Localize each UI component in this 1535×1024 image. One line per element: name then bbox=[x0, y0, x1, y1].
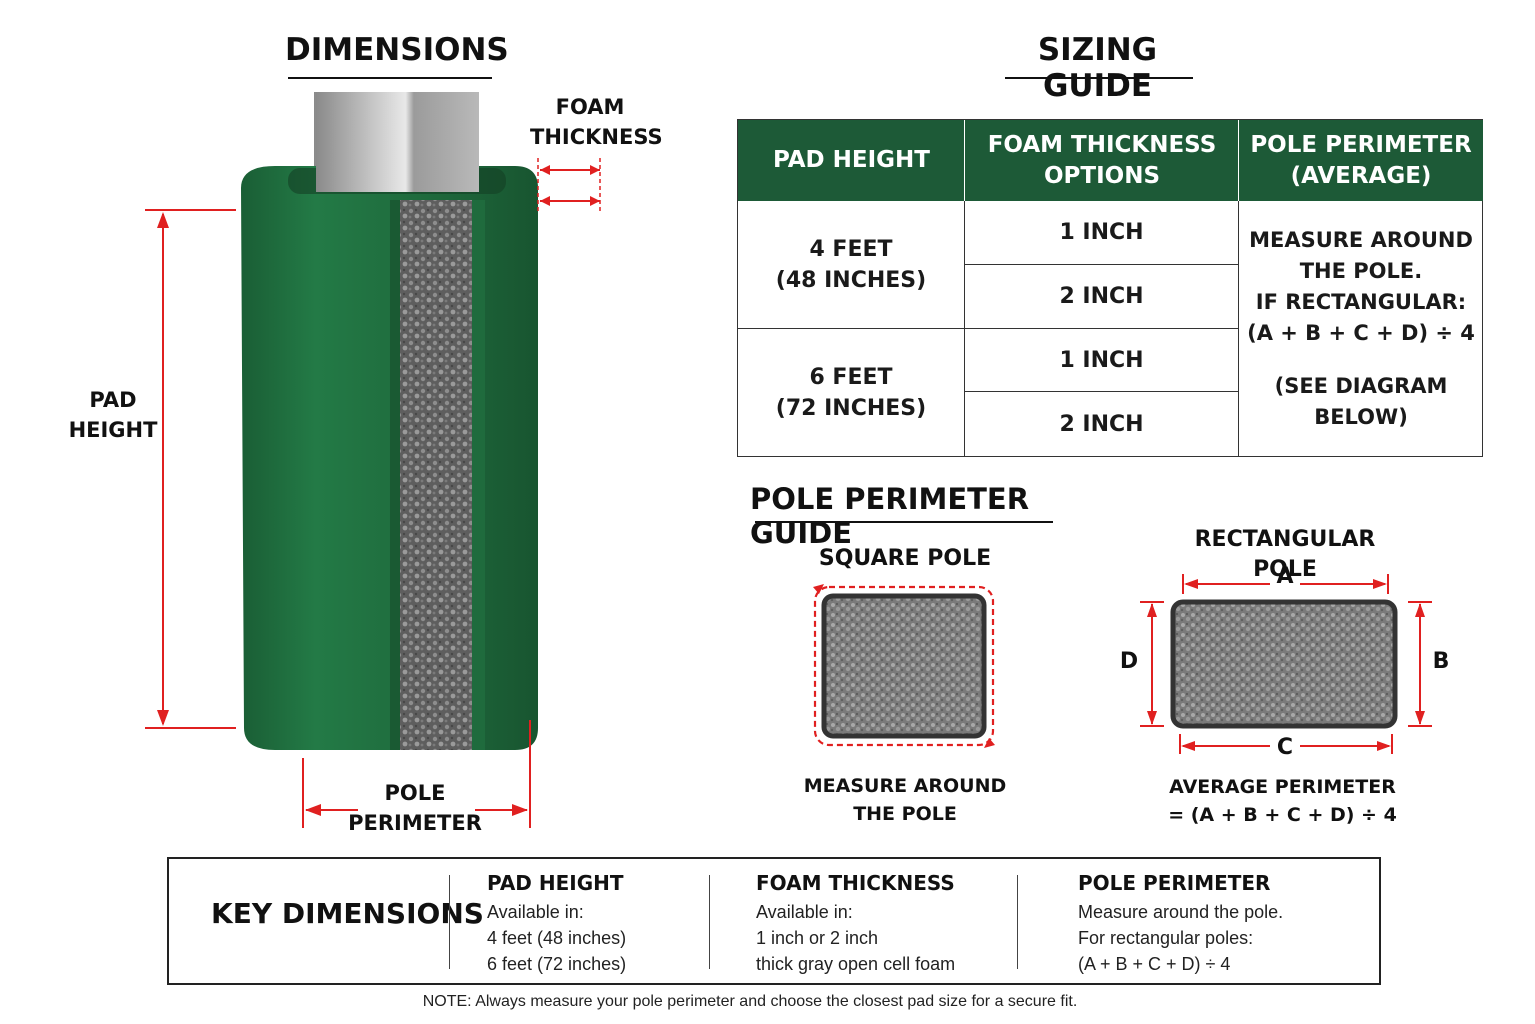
dimensions-heading: DIMENSIONS bbox=[285, 32, 509, 68]
footer-note: NOTE: Always measure your pole perimeter… bbox=[422, 993, 1078, 1010]
key-pole-perimeter-heading: POLE PERIMETER bbox=[1078, 871, 1271, 895]
row-1-pad-height: 4 FEET (48 INCHES) bbox=[775, 236, 927, 293]
rectangular-pole-caption: AVERAGE PERIMETER = (A + B + C + D) ÷ 4 bbox=[1168, 776, 1397, 826]
pole-perimeter-guide-underline bbox=[755, 521, 1053, 523]
label-d: D bbox=[1119, 649, 1139, 674]
label-a: A bbox=[1276, 564, 1294, 589]
square-pole-caption: MEASURE AROUND THE POLE bbox=[803, 775, 1007, 825]
col-header-pad-height: PAD HEIGHT bbox=[738, 120, 965, 201]
rectangular-pole-diagram bbox=[1140, 574, 1432, 754]
rectangular-pole-title: RECTANGULAR POLE bbox=[1194, 527, 1376, 582]
key-pad-height-heading: PAD HEIGHT bbox=[487, 871, 624, 895]
key-dimensions-title: KEY DIMENSIONS bbox=[211, 897, 484, 930]
pole-perimeter-guide-heading: POLE PERIMETER GUIDE bbox=[750, 482, 1030, 550]
pad-illustration bbox=[145, 92, 601, 828]
pole-inside bbox=[316, 92, 479, 192]
pole-perimeter-label: POLE PERIMETER bbox=[348, 781, 482, 835]
row-1-thickness-1: 1 INCH bbox=[1059, 220, 1144, 245]
key-foam-thickness-heading: FOAM THICKNESS bbox=[756, 871, 955, 895]
pad-height-label: PAD HEIGHT bbox=[68, 388, 158, 442]
square-pole-title: SQUARE POLE bbox=[818, 546, 992, 571]
row-2-thickness-1: 1 INCH bbox=[1059, 347, 1144, 373]
label-b: B bbox=[1432, 649, 1450, 674]
row-1-thickness-2: 2 INCH bbox=[1059, 284, 1144, 309]
row-2-pad-height: 6 FEET (72 INCHES) bbox=[775, 364, 927, 421]
label-c: C bbox=[1276, 735, 1294, 760]
square-pole-diagram bbox=[813, 584, 995, 748]
perimeter-note: MEASURE AROUND THE POLE. IF RECTANGULAR:… bbox=[1247, 227, 1475, 429]
key-pad-height-text: Available in: 4 feet (48 inches) 6 feet … bbox=[487, 902, 627, 974]
row-2-thickness-2: 2 INCH bbox=[1059, 411, 1144, 437]
pad-body bbox=[241, 166, 538, 750]
dimensions-heading-underline bbox=[288, 77, 492, 79]
col-header-pole-perimeter: POLE PERIMETER (AVERAGE) bbox=[1239, 120, 1483, 201]
key-dimensions-box: KEY DIMENSIONS PAD HEIGHT Available in: … bbox=[167, 857, 1381, 985]
key-pole-perimeter-text: Measure around the pole. For rectangular… bbox=[1078, 902, 1284, 974]
sizing-guide-underline bbox=[1005, 77, 1193, 79]
foam-cutaway bbox=[395, 200, 480, 750]
foam-thickness-label: FOAM THICKNESS bbox=[530, 95, 663, 149]
sizing-table: PAD HEIGHT FOAM THICKNESS OPTIONS POLE P… bbox=[737, 119, 1483, 457]
col-header-foam-thickness: FOAM THICKNESS OPTIONS bbox=[965, 120, 1239, 201]
key-foam-thickness-text: Available in: 1 inch or 2 inch thick gra… bbox=[756, 902, 956, 974]
sizing-guide-heading: SIZING GUIDE bbox=[1037, 32, 1158, 104]
